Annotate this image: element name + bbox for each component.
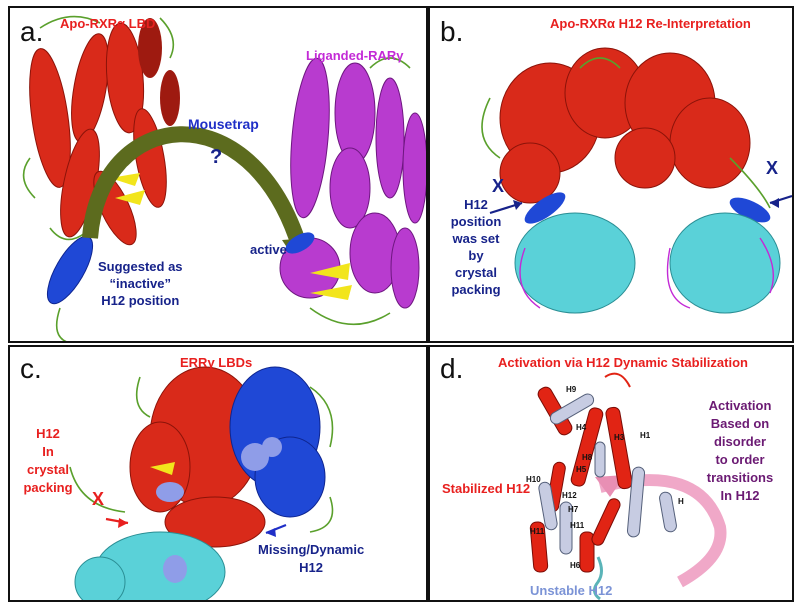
active-label: active (250, 242, 287, 257)
panel-d-illustration (529, 372, 727, 600)
panel-b-note: H12 position was set by crystal packing (440, 196, 512, 298)
panel-d-note-line-6: In H12 (720, 488, 760, 503)
panel-b-illustration (481, 47, 792, 314)
panel-c-title: ERRγ LBDs (180, 355, 253, 370)
panel-d-note-line-4: to order (715, 452, 765, 467)
helix-label-h10: H10 (526, 475, 541, 484)
panel-d-note-line-2: Based on (710, 416, 770, 431)
panel-a-title-right: Liganded-RARγ (306, 48, 404, 63)
panel-a-letter: a. (20, 16, 44, 47)
panel-b-note-line-5: crystal (455, 265, 497, 280)
helix-label-h: H (678, 497, 684, 506)
panel-b-note-line-1: H12 (464, 197, 488, 212)
helix-label-h5: H5 (576, 465, 587, 474)
helix-label-h7: H7 (568, 505, 579, 514)
panel-b-note-line-2: position (450, 214, 502, 229)
panel-b-title: Apo-RXRα H12 Re-Interpretation (550, 16, 751, 31)
helix-label-h4: H4 (576, 423, 587, 432)
panel-c-left-line-4: packing (23, 480, 73, 495)
panel-d-right-note: Activation Based on disorder to order tr… (692, 397, 788, 505)
panel-d-letter: d. (440, 353, 464, 384)
panel-c-right-note: Missing/Dynamic H12 (258, 541, 364, 577)
panel-b-x-left: X (492, 176, 505, 196)
panel-b-letter: b. (440, 16, 464, 47)
panel-c-left-line-3: crystal (27, 462, 69, 477)
helix-label-h8: H8 (582, 453, 593, 462)
helix-label-h12: H12 (562, 491, 577, 500)
panel-d-note-line-5: transitions (706, 470, 774, 485)
panel-d-title: Activation via H12 Dynamic Stabilization (498, 355, 748, 370)
question-mark: ? (210, 146, 223, 168)
helix-label-h11-b: H11 (570, 521, 585, 530)
suggested-line-2: “inactive” (109, 276, 171, 291)
panel-c-illustration (69, 366, 334, 600)
stabilized-h12-label: Stabilized H12 (442, 481, 531, 496)
helix-label-h1: H1 (640, 431, 651, 440)
mousetrap-label: Mousetrap (188, 116, 259, 132)
panel-a-title-left: Apo-RXRα LBD (60, 16, 156, 31)
panel-d-note-line-1: Activation (708, 398, 772, 413)
suggested-line-3: H12 position (101, 293, 180, 308)
panel-b-note-line-6: packing (451, 282, 501, 297)
helix-label-h11-a: H11 (530, 527, 545, 536)
suggested-line-1: Suggested as (98, 259, 183, 274)
panel-b: b. Apo-RXRα H12 Re-Interpretation X X H1… (428, 6, 794, 343)
helix-label-h3: H3 (614, 433, 625, 442)
panel-c-left-line-1: H12 (36, 426, 60, 441)
panel-d: d. Activation via H12 Dynamic Stabilizat… (428, 345, 794, 602)
panel-c: c. ERRγ LBDs H12 In crystal packing X Mi… (8, 345, 428, 602)
panel-c-letter: c. (20, 353, 42, 384)
unstable-h12-label: Unstable H12 (530, 583, 613, 598)
panel-c-x: X (92, 489, 105, 509)
panel-b-note-line-3: was set (452, 231, 500, 246)
panel-b-note-line-4: by (468, 248, 484, 263)
panel-c-left-note: H12 In crystal packing (16, 425, 80, 497)
panel-c-left-line-2: In (42, 444, 54, 459)
panel-d-note-line-3: disorder (713, 434, 766, 449)
panel-c-right-line-2: H12 (299, 560, 324, 575)
helix-label-h9: H9 (566, 385, 577, 394)
panel-a-illustration (22, 15, 426, 341)
panel-a: a. Apo-RXRα LBD Liganded-RARγ Mousetrap … (8, 6, 428, 343)
panel-b-x-right: X (766, 158, 779, 178)
panel-c-right-line-1: Missing/Dynamic (258, 542, 365, 557)
suggested-note: Suggested as “inactive” H12 position (98, 258, 183, 309)
helix-label-h6: H6 (570, 561, 581, 570)
